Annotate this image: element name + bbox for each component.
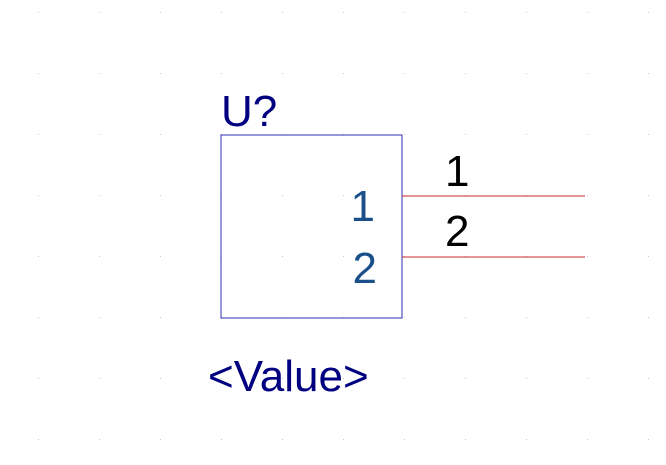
grid-dot (465, 134, 466, 135)
grid-dot (160, 134, 161, 135)
grid-dot (38, 134, 39, 135)
pin-1-name: 1 (351, 182, 375, 231)
grid-dot (526, 12, 527, 13)
grid-dot (221, 378, 222, 379)
grid-dot (99, 256, 100, 257)
grid-dot (648, 378, 649, 379)
grid-dot (465, 378, 466, 379)
pin-1[interactable]: 1 1 (351, 147, 585, 231)
grid-dot (648, 12, 649, 13)
grid-dot (465, 317, 466, 318)
grid-dot (282, 195, 283, 196)
grid-dot (404, 134, 405, 135)
grid-dot (587, 195, 588, 196)
grid-dot (343, 439, 344, 440)
grid-dot (526, 378, 527, 379)
grid-dot (648, 134, 649, 135)
reference-designator[interactable]: U? (221, 87, 277, 136)
grid-dot (465, 439, 466, 440)
grid-dot (160, 317, 161, 318)
grid-dot (587, 317, 588, 318)
grid-dot (38, 73, 39, 74)
grid-dot (465, 12, 466, 13)
grid-dot (648, 256, 649, 257)
grid-dot (282, 73, 283, 74)
grid-dot (343, 73, 344, 74)
grid-dot (282, 439, 283, 440)
grid-dot (587, 439, 588, 440)
grid-dot (526, 317, 527, 318)
grid-dot (99, 317, 100, 318)
pin-2-number: 2 (445, 207, 469, 256)
grid-dot (404, 439, 405, 440)
grid-dot (221, 73, 222, 74)
grid-dot (526, 439, 527, 440)
grid-dot (221, 12, 222, 13)
grid-dot (99, 195, 100, 196)
grid-dot (648, 195, 649, 196)
grid-dot (587, 256, 588, 257)
grid-dot (587, 378, 588, 379)
grid-dot (38, 195, 39, 196)
component-body[interactable] (220, 134, 403, 319)
pin-1-number: 1 (445, 147, 469, 196)
pin-2[interactable]: 2 2 (353, 207, 585, 293)
grid-dot (282, 12, 283, 13)
grid-dot (38, 439, 39, 440)
grid-dot (99, 73, 100, 74)
grid-dot (526, 73, 527, 74)
grid-dot (648, 73, 649, 74)
grid-dot (160, 256, 161, 257)
grid-dot (160, 378, 161, 379)
grid-dot (404, 12, 405, 13)
grid-dot (38, 378, 39, 379)
grid-dot (648, 317, 649, 318)
grid-dot (465, 73, 466, 74)
grid-dot (160, 73, 161, 74)
grid-dot (99, 12, 100, 13)
grid-dot (99, 134, 100, 135)
grid-dot (587, 73, 588, 74)
grid-dot (160, 439, 161, 440)
grid-dot (587, 134, 588, 135)
grid-dot (282, 378, 283, 379)
grid-dot (38, 317, 39, 318)
grid-dot (160, 195, 161, 196)
grid-dot (160, 12, 161, 13)
grid-dot (343, 195, 344, 196)
pin-2-name: 2 (353, 244, 377, 293)
grid-dot (343, 378, 344, 379)
value-label[interactable]: <Value> (208, 352, 369, 401)
grid-dot (343, 256, 344, 257)
grid-dot (99, 439, 100, 440)
grid-dot (343, 12, 344, 13)
grid-dot (404, 378, 405, 379)
grid-dot (99, 378, 100, 379)
grid-dot (587, 12, 588, 13)
grid-dot (526, 134, 527, 135)
grid-dot (648, 439, 649, 440)
grid-dot (282, 256, 283, 257)
grid-dot (38, 256, 39, 257)
grid-dot (38, 12, 39, 13)
grid-dot (404, 73, 405, 74)
grid-dot (404, 317, 405, 318)
grid-dot (221, 439, 222, 440)
